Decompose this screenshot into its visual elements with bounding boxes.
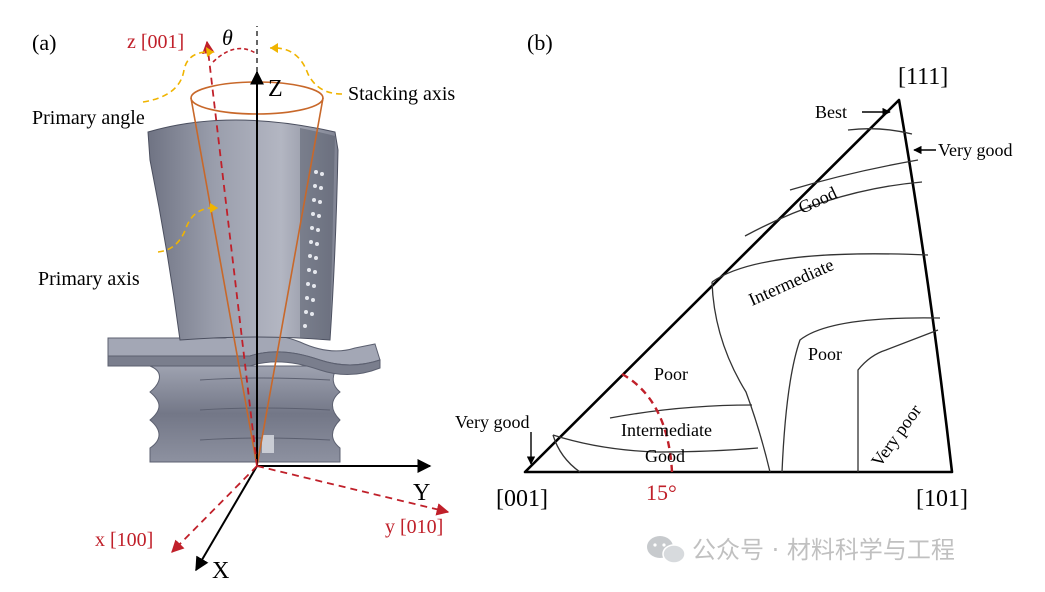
x-axis-label: X [212, 558, 229, 584]
region-intermediate-top: Intermediate [745, 254, 836, 309]
z001-label: z [001] [127, 31, 184, 53]
corner-101: [101] [916, 486, 968, 512]
watermark-text: 公众号 · 材料科学与工程 [692, 536, 955, 564]
x100-axis [171, 465, 258, 553]
panel-b-label: (b) [527, 30, 553, 55]
corner-001: [001] [496, 486, 548, 512]
stereographic-triangle [523, 98, 954, 474]
theta-arc [212, 47, 258, 63]
region-very-poor: Very poor [867, 401, 925, 471]
region-very-good-left: Very good [455, 412, 530, 432]
fifteen-degree-arc [621, 372, 674, 473]
panel-a-label: (a) [32, 30, 56, 55]
blade-airfoil [147, 119, 339, 341]
region-good-top: Good [795, 183, 840, 218]
fifteen-degree-label: 15° [646, 480, 677, 505]
panel-b: (b) [111] [001] [101] 15° Best Very [455, 30, 1013, 512]
blade-root [149, 365, 342, 463]
primary-angle-label: Primary angle [32, 107, 145, 129]
theta-label: θ [222, 25, 233, 50]
stacking-axis-label: Stacking axis [348, 83, 455, 105]
y-axis-label: Y [413, 480, 430, 506]
region-boundaries [552, 128, 941, 473]
primary-axis-label: Primary axis [38, 268, 140, 290]
region-good-bottom: Good [645, 446, 685, 466]
x-axis [195, 465, 258, 572]
cooling-holes [303, 170, 324, 328]
region-intermediate-bottom: Intermediate [621, 420, 712, 440]
y010-axis [256, 465, 450, 516]
wechat-icon [647, 536, 686, 564]
watermark: 公众号 · 材料科学与工程 [647, 536, 955, 564]
region-poor-right: Poor [808, 344, 842, 364]
corner-111: [111] [898, 64, 948, 90]
annotation-arrows [142, 47, 343, 253]
panel-a: (a) [32, 25, 455, 584]
annotation-arrowheads [206, 43, 278, 213]
y010-label: y [010] [385, 516, 443, 538]
region-poor-left: Poor [654, 364, 688, 384]
z-axis-label: Z [268, 76, 283, 102]
region-best: Best [815, 102, 847, 122]
x100-label: x [100] [95, 529, 153, 551]
region-very-good-top: Very good [938, 140, 1013, 160]
